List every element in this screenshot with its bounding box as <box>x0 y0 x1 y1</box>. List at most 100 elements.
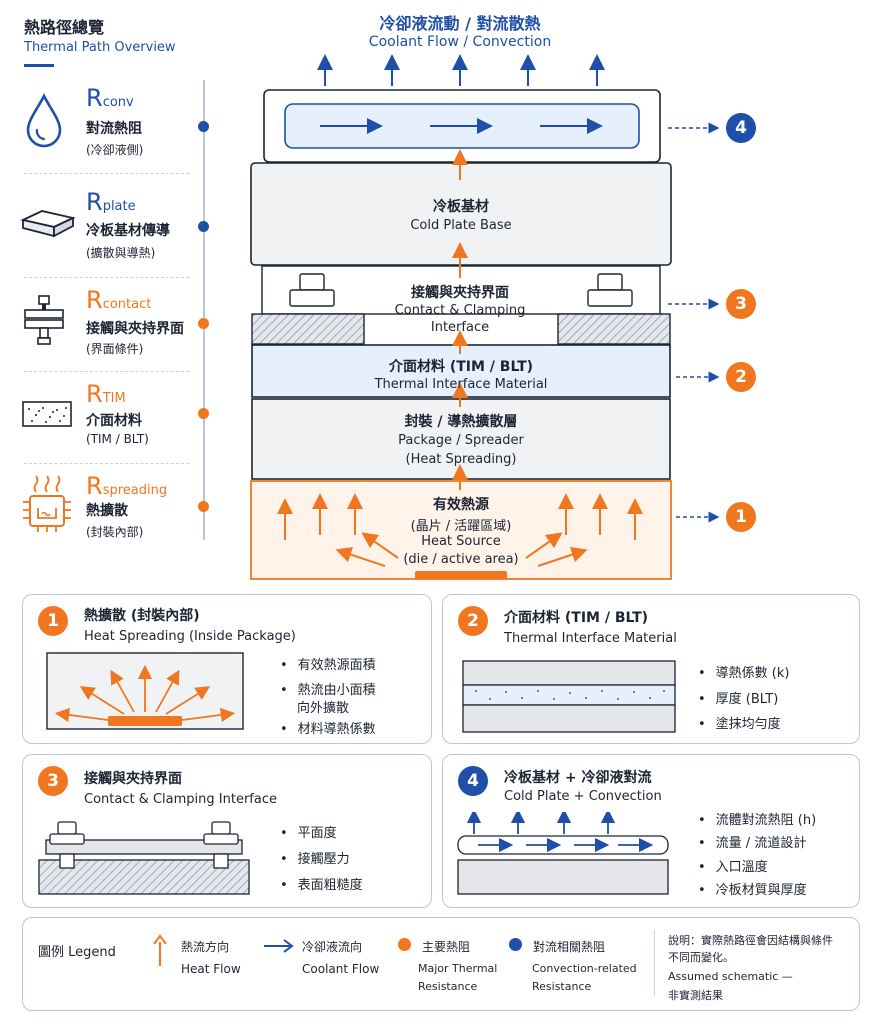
card4-bullet: 入口溫度 <box>698 856 768 875</box>
card1-title-en: Heat Spreading (Inside Package) <box>84 629 296 644</box>
card1-bullet: 熱流由小面積 <box>280 679 376 698</box>
row-separator <box>24 277 189 278</box>
chip-icon <box>20 474 74 538</box>
bolt-base-right <box>587 289 633 307</box>
marker-leaders <box>668 122 720 523</box>
row-separator <box>24 173 189 174</box>
card3-number: 3 <box>38 766 68 796</box>
marker-4: 4 <box>726 113 756 143</box>
card3-bullet: 表面粗糙度 <box>280 874 363 893</box>
card1-bullet-cont: 向外擴散 <box>297 701 350 716</box>
card2-bullet: 塗抹均勻度 <box>698 713 781 732</box>
marker-3: 3 <box>726 289 756 319</box>
r-contact-label: 接觸與夾持界面 <box>86 321 184 337</box>
convection-arrows <box>317 54 605 86</box>
card2-title-zh: 介面材料 (TIM / BLT) <box>504 610 649 626</box>
legend-note-1: 說明：實際熱路徑會因結構與條件 <box>668 934 833 947</box>
card1-bullet: 有效熱源面積 <box>280 654 376 673</box>
legend-heat-flow-en: Heat Flow <box>181 962 241 976</box>
card2-number: 2 <box>458 606 488 636</box>
contact-label-en1: Contact & Clamping <box>394 303 526 318</box>
droplet-icon <box>22 92 66 156</box>
plate-icon <box>20 206 76 246</box>
package-label-en2: (Heat Spreading) <box>405 452 517 467</box>
marker-2: 2 <box>726 362 756 392</box>
legend-note-4: 非實測結果 <box>668 989 723 1002</box>
r-tim-label: 介面材料 <box>86 413 142 429</box>
legend-title: 圖例 Legend <box>38 945 116 960</box>
r-conv-note: (冷卻液側) <box>86 143 144 157</box>
card3-title-zh: 接觸與夾持界面 <box>84 771 182 787</box>
r-tim-symbol: RTIM <box>86 380 126 408</box>
card1-title-zh: 熱擴散 (封裝內部) <box>84 608 200 624</box>
die-active-area <box>415 571 507 579</box>
legend-heat-flow-icon <box>153 934 167 966</box>
dot-conv <box>198 121 209 132</box>
hatch-left <box>251 313 365 345</box>
card3-title-en: Contact & Clamping Interface <box>84 792 277 807</box>
card1-bullet: 材料導熱係數 <box>280 718 376 737</box>
source-label-zh1: 有效熱源 <box>433 497 489 513</box>
row-separator <box>24 371 189 372</box>
marker-1: 1 <box>726 502 756 532</box>
card3-bullet: 平面度 <box>280 822 337 841</box>
bolt-base-left <box>289 289 335 307</box>
card4-title-en: Cold Plate + Convection <box>504 789 662 804</box>
legend-conv-en1: Convection-related <box>532 962 637 975</box>
legend-conv-dot <box>509 938 522 951</box>
cold-plate-label-zh: 冷板基材 <box>433 199 489 215</box>
timeline-line <box>203 80 205 540</box>
card4-title-zh: 冷板基材 + 冷卻液對流 <box>504 770 652 786</box>
source-label-en2: (die / active area) <box>403 552 519 567</box>
overview-underline <box>24 64 54 67</box>
source-label-en1: Heat Source <box>421 534 501 549</box>
legend-note-2: 不同而變化。 <box>668 951 734 964</box>
card4-bullet: 冷板材質與厚度 <box>698 879 807 898</box>
legend-conv-zh: 對流相關熱阻 <box>533 940 606 954</box>
r-plate-note: (擴散與導熱) <box>86 246 156 260</box>
r-spreading-label: 熱擴散 <box>86 503 128 519</box>
dot-plate <box>198 221 209 232</box>
package-label-en1: Package / Spreader <box>398 433 524 448</box>
package-label-zh: 封裝 / 導熱擴散層 <box>404 414 518 430</box>
legend-box <box>22 917 860 1011</box>
r-conv-label: 對流熱阻 <box>86 121 142 137</box>
legend-major-dot <box>398 938 411 951</box>
dot-contact <box>198 318 209 329</box>
card4-bullet: 流體對流熱阻 (h) <box>698 809 817 828</box>
legend-major-zh: 主要熱阻 <box>422 940 471 954</box>
dot-tim <box>198 408 209 419</box>
card3-bullet: 接觸壓力 <box>280 848 350 867</box>
hatch-right <box>557 313 671 345</box>
card1-illustration <box>46 652 244 730</box>
heat-source-arrows <box>277 493 643 567</box>
legend-coolant-zh: 冷卻液流向 <box>302 940 363 954</box>
card4-illustration <box>457 812 669 895</box>
contact-label-zh: 接觸與夾持界面 <box>411 285 509 301</box>
r-tim-note: (TIM / BLT) <box>86 432 149 446</box>
top-title-zh: 冷卻液流動 / 對流散熱 <box>379 14 541 33</box>
overview-title-en: Thermal Path Overview <box>24 40 176 55</box>
clamp-icon <box>22 294 70 354</box>
legend-note-3: Assumed schematic — <box>668 970 793 983</box>
legend-divider <box>654 930 655 996</box>
r-plate-label: 冷板基材傳導 <box>86 223 170 239</box>
r-contact-note: (界面條件) <box>86 342 144 356</box>
legend-heat-flow-zh: 熱流方向 <box>181 940 230 954</box>
card2-bullet: 厚度 (BLT) <box>698 688 779 707</box>
legend-coolant-flow-icon <box>264 939 294 953</box>
card2-illustration <box>462 660 676 733</box>
row-separator <box>24 463 189 464</box>
card2-bullet: 導熱係數 (k) <box>698 662 790 681</box>
top-title-en: Coolant Flow / Convection <box>368 34 552 50</box>
legend-major-en1: Major Thermal <box>418 962 498 975</box>
r-spreading-note: (封裝內部) <box>86 525 144 539</box>
overview-title-zh: 熱路徑總覽 <box>24 18 105 37</box>
card4-bullet: 流量 / 流道設計 <box>698 832 807 851</box>
source-label-zh2: (晶片 / 活躍區域) <box>410 519 512 534</box>
dot-spreading <box>198 501 209 512</box>
card1-number: 1 <box>38 606 68 636</box>
r-contact-symbol: Rcontact <box>86 286 152 314</box>
tim-label-zh: 介面材料 (TIM / BLT) <box>388 359 534 375</box>
cold-plate-label-en: Cold Plate Base <box>410 218 512 233</box>
